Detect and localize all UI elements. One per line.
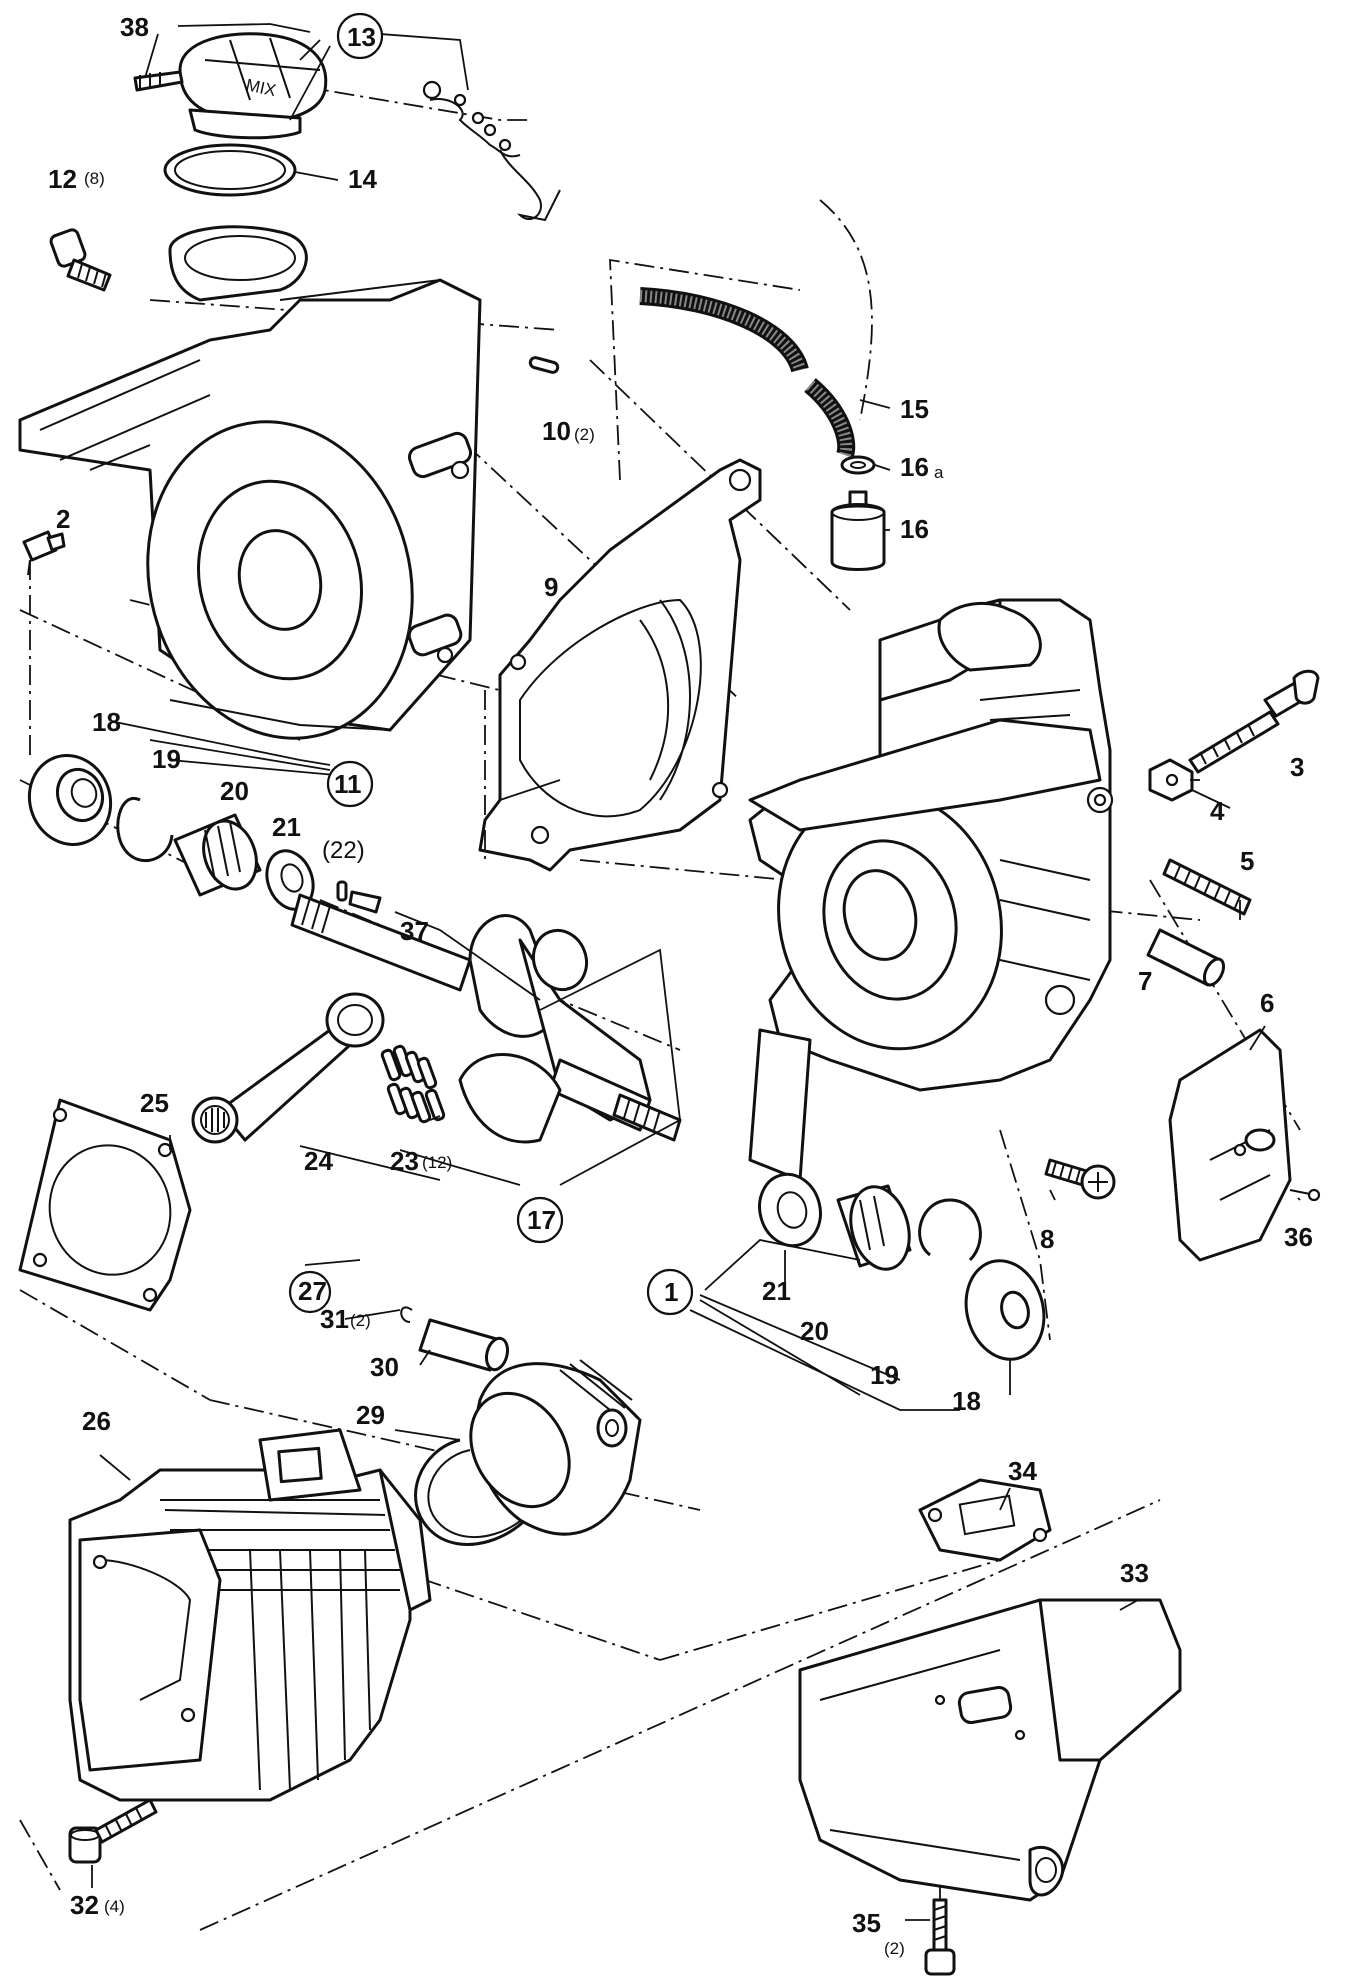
- label-21-left: 21: [272, 812, 301, 842]
- label-35: 35: [852, 1908, 881, 1938]
- crankcase-right-half: [748, 598, 1114, 1182]
- label-7: 7: [1138, 966, 1152, 996]
- label-4: 4: [1210, 796, 1225, 826]
- needle-rollers: [380, 1044, 446, 1124]
- label-5: 5: [1240, 846, 1254, 876]
- crankcase-screw: [49, 228, 112, 292]
- left-bearing-stack: [27, 754, 315, 911]
- label-6: 6: [1260, 988, 1274, 1018]
- side-plate-pin: [1289, 1188, 1321, 1202]
- label-31-qty: (2): [350, 1311, 371, 1330]
- fuel-filter-assembly: [830, 455, 886, 571]
- label-24: 24: [304, 1146, 333, 1176]
- muffler-gasket: [918, 1478, 1052, 1562]
- label-17: 17: [527, 1205, 556, 1235]
- callout-circles: [288, 12, 694, 1316]
- label-37: 37: [400, 916, 429, 946]
- label-16a-suffix: a: [934, 463, 944, 482]
- label-12: 12: [48, 164, 77, 194]
- piston-ring: [414, 1438, 542, 1546]
- cover-screw: [1044, 1158, 1116, 1200]
- adjuster-nut-block: [1148, 758, 1194, 802]
- dowel-pin: [528, 356, 560, 374]
- bar-side-plate: [1168, 1028, 1292, 1262]
- label-15: 15: [900, 394, 929, 424]
- label-33: 33: [1120, 1558, 1149, 1588]
- label-10: 10: [542, 416, 571, 446]
- connecting-rod: [191, 992, 385, 1144]
- label-19-left: 19: [152, 744, 181, 774]
- spacer-tube: [1146, 928, 1226, 987]
- label-10-qty: (2): [574, 425, 595, 444]
- fuel-hose: [639, 287, 856, 458]
- bar-stud: [1162, 858, 1252, 916]
- piston: [469, 1359, 642, 1536]
- part-number-labels: 38 13 14 12 (8) 10 (2) 15 16 a 16 2 9 11…: [48, 12, 1313, 1958]
- leader-lines: [91, 23, 1301, 1921]
- muffler-screw: [924, 1898, 956, 1976]
- label-11: 11: [334, 769, 362, 799]
- muffler: [798, 1598, 1182, 1902]
- key-and-pin: [336, 880, 382, 914]
- crankcase-gasket: [478, 458, 762, 872]
- label-1: 1: [664, 1277, 678, 1307]
- label-29: 29: [356, 1400, 385, 1430]
- label-20-left: 20: [220, 776, 249, 806]
- label-13: 13: [347, 22, 376, 52]
- cylinder-gasket: [18, 1098, 192, 1312]
- label-16: 16: [900, 514, 929, 544]
- label-23: 23: [390, 1146, 419, 1176]
- label-8: 8: [1040, 1224, 1054, 1254]
- label-32-qty: (4): [104, 1897, 125, 1916]
- label-16a: 16: [900, 452, 929, 482]
- label-9: 9: [544, 572, 558, 602]
- label-12-qty: (8): [84, 169, 105, 188]
- label-14: 14: [348, 164, 377, 194]
- label-22: (22): [322, 837, 365, 864]
- label-31: 31: [320, 1304, 349, 1334]
- label-2: 2: [56, 504, 70, 534]
- right-bearing-stack: [758, 1172, 1046, 1361]
- cap-gasket-ring: [163, 143, 297, 197]
- label-3: 3: [1290, 752, 1304, 782]
- fitting-nipple: [22, 530, 66, 576]
- label-23-qty: (12): [422, 1153, 452, 1172]
- label-25: 25: [140, 1088, 169, 1118]
- crankshaft: [290, 893, 682, 1144]
- label-20-right: 20: [800, 1316, 829, 1346]
- filler-cap-assembly: MIX: [133, 32, 561, 222]
- cylinder-screw: [68, 1798, 158, 1864]
- crankcase-left-half: [18, 225, 482, 740]
- label-32: 32: [70, 1890, 99, 1920]
- cylinder: [68, 1428, 432, 1802]
- label-27: 27: [298, 1276, 327, 1306]
- piston-pin-and-circlip: [400, 1306, 510, 1372]
- label-35-qty: (2): [884, 1939, 905, 1958]
- label-18-right: 18: [952, 1386, 981, 1416]
- label-34: 34: [1008, 1456, 1037, 1486]
- label-21-right: 21: [762, 1276, 791, 1306]
- label-38: 38: [120, 12, 149, 42]
- label-36: 36: [1284, 1222, 1313, 1252]
- label-26: 26: [82, 1406, 111, 1436]
- chain-adjusting-screw: [1188, 669, 1320, 774]
- label-18-left: 18: [92, 707, 121, 737]
- label-30: 30: [370, 1352, 399, 1382]
- label-19-right: 19: [870, 1360, 899, 1390]
